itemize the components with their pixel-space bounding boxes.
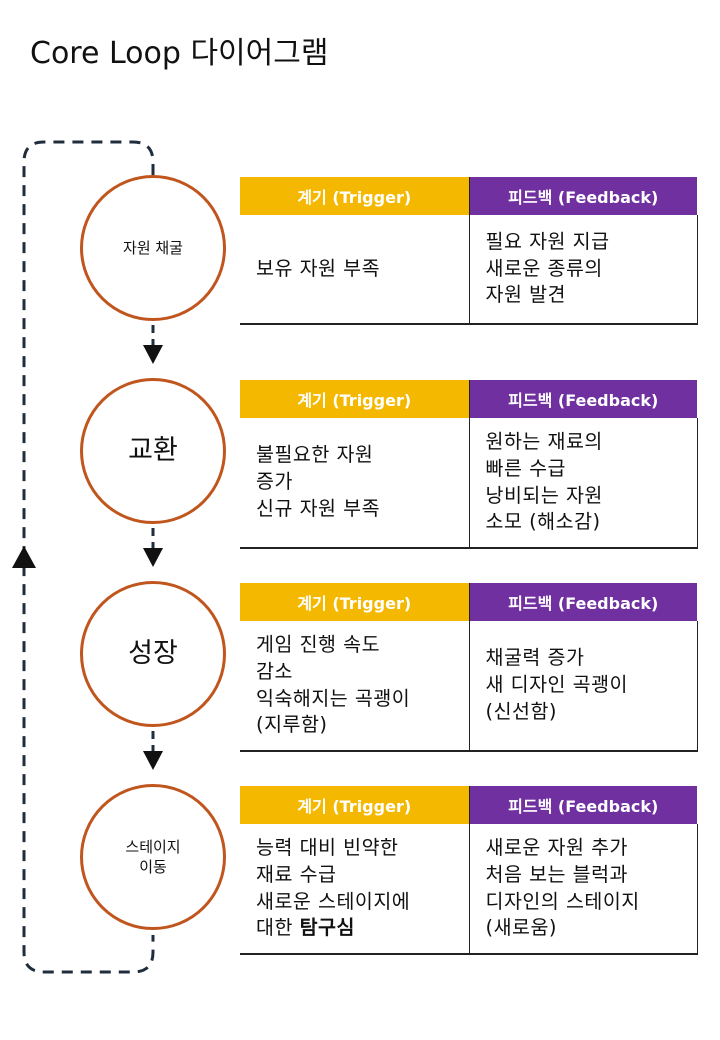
node-label: 교환	[128, 434, 178, 466]
feedback-cell: 채굴력 증가 새 디자인 곡괭이 (신선함)	[468, 621, 698, 752]
node-label: 스테이지 이동	[125, 837, 181, 876]
stage-table-3: 계기 (Trigger) 피드백 (Feedback) 게임 진행 속도 감소 …	[240, 583, 698, 752]
feedback-cell: 원하는 재료의 빠른 수급 낭비되는 자원 소모 (해소감)	[468, 418, 698, 549]
trigger-header: 계기 (Trigger)	[240, 786, 470, 824]
trigger-header: 계기 (Trigger)	[240, 583, 470, 621]
stage-table-4: 계기 (Trigger) 피드백 (Feedback) 능력 대비 빈약한 재료…	[240, 786, 698, 955]
node-stage-move: 스테이지 이동	[80, 784, 226, 930]
feedback-cell: 새로운 자원 추가 처음 보는 블럭과 디자인의 스테이지 (새로움)	[468, 824, 698, 955]
stage-table-2: 계기 (Trigger) 피드백 (Feedback) 불필요한 자원 증가 신…	[240, 380, 698, 549]
loop-back-arrowhead	[12, 546, 36, 568]
stage-table-1: 계기 (Trigger) 피드백 (Feedback) 보유 자원 부족 필요 …	[240, 177, 698, 325]
node-exchange: 교환	[80, 378, 226, 524]
node-label: 성장	[128, 637, 178, 669]
feedback-header: 피드백 (Feedback)	[469, 786, 697, 824]
feedback-header: 피드백 (Feedback)	[469, 177, 697, 215]
arrow-3	[143, 751, 163, 770]
page-title: Core Loop 다이어그램	[30, 36, 329, 71]
trigger-cell: 게임 진행 속도 감소 익숙해지는 곡괭이 (지루함)	[240, 621, 470, 752]
arrow-2	[143, 548, 163, 567]
trigger-text: 능력 대비 빈약한 재료 수급 새로운 스테이지에 대한	[256, 835, 411, 940]
trigger-header: 계기 (Trigger)	[240, 380, 470, 418]
feedback-header: 피드백 (Feedback)	[469, 380, 697, 418]
node-resource-mining: 자원 채굴	[80, 175, 226, 321]
trigger-emphasis: 탐구심	[299, 916, 355, 940]
node-label: 자원 채굴	[123, 238, 183, 257]
arrow-1	[143, 345, 163, 364]
trigger-cell: 보유 자원 부족	[240, 215, 470, 325]
trigger-cell: 능력 대비 빈약한 재료 수급 새로운 스테이지에 대한 탐구심	[240, 824, 470, 955]
node-growth: 성장	[80, 581, 226, 727]
feedback-header: 피드백 (Feedback)	[469, 583, 697, 621]
feedback-cell: 필요 자원 지급 새로운 종류의 자원 발견	[468, 215, 698, 325]
trigger-cell: 불필요한 자원 증가 신규 자원 부족	[240, 418, 470, 549]
trigger-header: 계기 (Trigger)	[240, 177, 470, 215]
